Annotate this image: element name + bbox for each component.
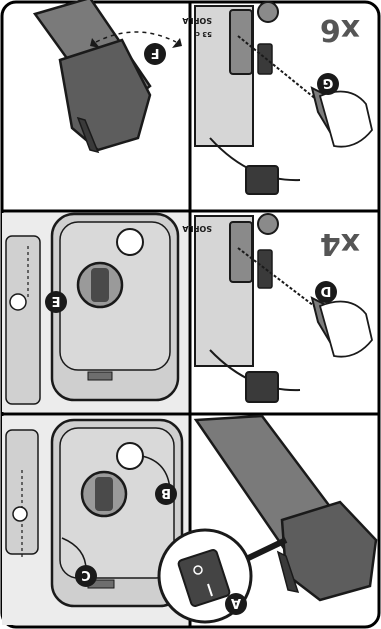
repeat-count-4: x4 xyxy=(320,226,360,261)
engine-foot xyxy=(246,166,278,194)
step-letter-b: B xyxy=(161,485,171,500)
engine-foot-2 xyxy=(246,372,278,402)
step-letter-e: E xyxy=(52,293,61,308)
choke-lever xyxy=(88,372,112,380)
side-bracket xyxy=(6,236,40,404)
engine-knob xyxy=(258,2,278,22)
primer-bulb-2 xyxy=(117,443,143,469)
repeat-count-6: x6 xyxy=(320,12,360,47)
fuel-cap-grip-2 xyxy=(95,477,113,511)
step-letter-d: D xyxy=(320,283,331,298)
step-letter-c: C xyxy=(81,567,91,582)
starter-cover-2 xyxy=(230,222,252,282)
step-letter-a: A xyxy=(231,595,241,610)
step-letter-g: G xyxy=(323,75,334,90)
primer-bulb xyxy=(117,229,143,255)
engine-slot-2 xyxy=(258,250,272,288)
engine-cc-label: 53 c xyxy=(196,30,212,38)
engine-brand-label-2: SOPLA xyxy=(181,224,212,233)
step-letter-f: F xyxy=(151,45,160,60)
primer-ring-2 xyxy=(13,507,27,521)
fuel-cap-grip xyxy=(91,268,109,302)
engine-brand-label: SOPLA xyxy=(181,16,212,25)
primer-ring xyxy=(10,294,26,310)
panel-primer-e: E xyxy=(2,213,188,412)
panel-primer-choke: B C xyxy=(2,416,188,625)
side-bracket-2 xyxy=(6,430,38,554)
engine-knob-2 xyxy=(258,214,278,234)
starter-cover xyxy=(230,10,252,74)
